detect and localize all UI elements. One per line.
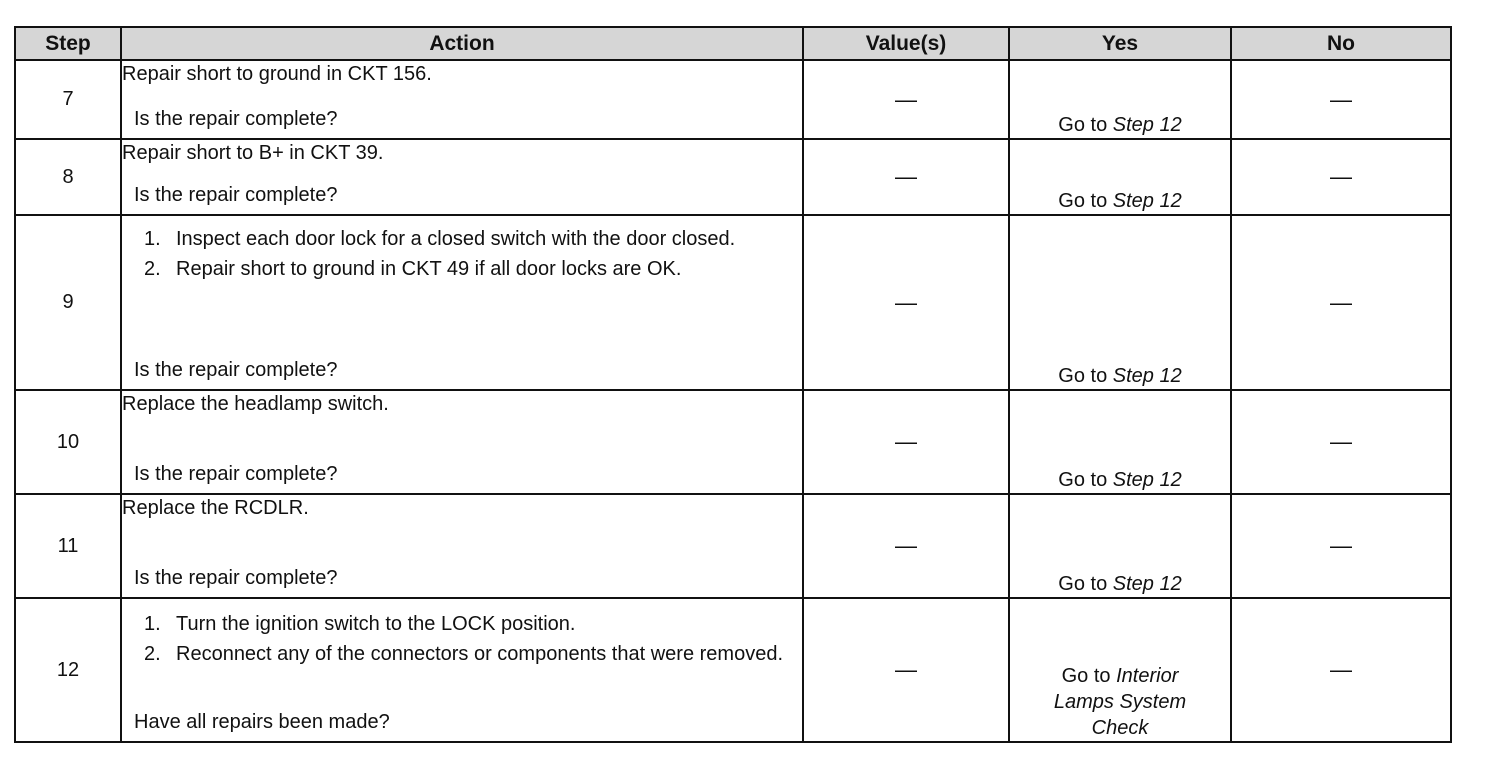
list-item: 2. Reconnect any of the connectors or com… [144,641,802,667]
item-number: 1. [144,613,161,635]
table-row: 8 Repair short to B+ in CKT 39. Is the r… [14,138,1452,216]
step-number: 10 [14,389,122,495]
yes-prefix: Go to [1058,190,1113,212]
action-text: Repair short to B+ in CKT 39. [122,142,384,164]
item-text: Reconnect any of the connectors or compo… [176,643,784,665]
action-question: Is the repair complete? [134,463,338,485]
yes-prefix: Go to [1061,665,1117,687]
action-cell: Replace the headlamp switch. Is the repa… [120,389,804,495]
action-text: Replace the RCDLR. [122,497,309,519]
table-row: 7 Repair short to ground in CKT 156. Is … [14,59,1452,140]
value-cell: — [802,59,1010,140]
step-number: 11 [14,493,122,599]
no-cell: — [1230,597,1452,743]
item-number: 1. [144,228,161,250]
list-item: 1. Turn the ignition switch to the LOCK p… [144,611,802,637]
yes-check-ref: Interior Lamps System Check [1053,665,1187,739]
item-number: 2. [144,643,161,665]
yes-prefix: Go to [1058,365,1113,387]
action-question: Is the repair complete? [134,184,338,206]
step-number: 8 [14,138,122,216]
action-cell: 1. Turn the ignition switch to the LOCK p… [120,597,804,743]
diagnostic-table: Step Action Value(s) Yes No 7 Repair sho… [14,26,1452,743]
action-text: Repair short to ground in CKT 156. [122,63,432,85]
yes-prefix: Go to [1058,114,1113,136]
yes-cell: Go to Interior Lamps System Check [1008,597,1232,743]
header-values: Value(s) [802,26,1010,61]
yes-cell: Go to Step 12 [1008,389,1232,495]
no-cell: — [1230,389,1452,495]
yes-prefix: Go to [1058,573,1113,595]
action-question: Have all repairs been made? [134,711,390,733]
header-action: Action [120,26,804,61]
yes-cell: Go to Step 12 [1008,59,1232,140]
value-cell: — [802,138,1010,216]
table-row: 12 1. Turn the ignition switch to the LOC… [14,597,1452,743]
list-item: 1. Inspect each door lock for a closed sw… [144,226,802,252]
value-cell: — [802,389,1010,495]
item-text: Inspect each door lock for a closed swit… [176,228,736,250]
action-list: 1. Turn the ignition switch to the LOCK p… [122,611,802,667]
action-cell: Repair short to B+ in CKT 39. Is the rep… [120,138,804,216]
action-cell: 1. Inspect each door lock for a closed sw… [120,214,804,391]
yes-step-ref: Step 12 [1112,573,1182,595]
step-number: 9 [14,214,122,391]
yes-step-ref: Step 12 [1112,469,1182,491]
no-cell: — [1230,138,1452,216]
step-number: 12 [14,597,122,743]
action-cell: Replace the RCDLR. Is the repair complet… [120,493,804,599]
action-cell: Repair short to ground in CKT 156. Is th… [120,59,804,140]
yes-step-ref: Step 12 [1112,190,1182,212]
table-row: 11 Replace the RCDLR. Is the repair comp… [14,493,1452,599]
header-step: Step [14,26,122,61]
item-text: Turn the ignition switch to the LOCK pos… [176,613,576,635]
no-cell: — [1230,493,1452,599]
item-text: Repair short to ground in CKT 49 if all … [176,258,682,280]
value-cell: — [802,597,1010,743]
yes-cell: Go to Step 12 [1008,493,1232,599]
header-no: No [1230,26,1452,61]
action-list: 1. Inspect each door lock for a closed sw… [122,226,802,282]
action-question: Is the repair complete? [134,108,338,130]
value-cell: — [802,493,1010,599]
action-question: Is the repair complete? [134,359,338,381]
table-row: 9 1. Inspect each door lock for a closed … [14,214,1452,391]
table-row: 10 Replace the headlamp switch. Is the r… [14,389,1452,495]
yes-cell: Go to Step 12 [1008,138,1232,216]
action-question: Is the repair complete? [134,567,338,589]
yes-prefix: Go to [1058,469,1113,491]
action-text: Replace the headlamp switch. [122,393,389,415]
header-yes: Yes [1008,26,1232,61]
header-row: Step Action Value(s) Yes No [14,26,1452,61]
value-cell: — [802,214,1010,391]
no-cell: — [1230,214,1452,391]
no-cell: — [1230,59,1452,140]
yes-step-ref: Step 12 [1112,365,1182,387]
yes-step-ref: Step 12 [1112,114,1182,136]
list-item: 2. Repair short to ground in CKT 49 if al… [144,256,802,282]
step-number: 7 [14,59,122,140]
item-number: 2. [144,258,161,280]
yes-cell: Go to Step 12 [1008,214,1232,391]
